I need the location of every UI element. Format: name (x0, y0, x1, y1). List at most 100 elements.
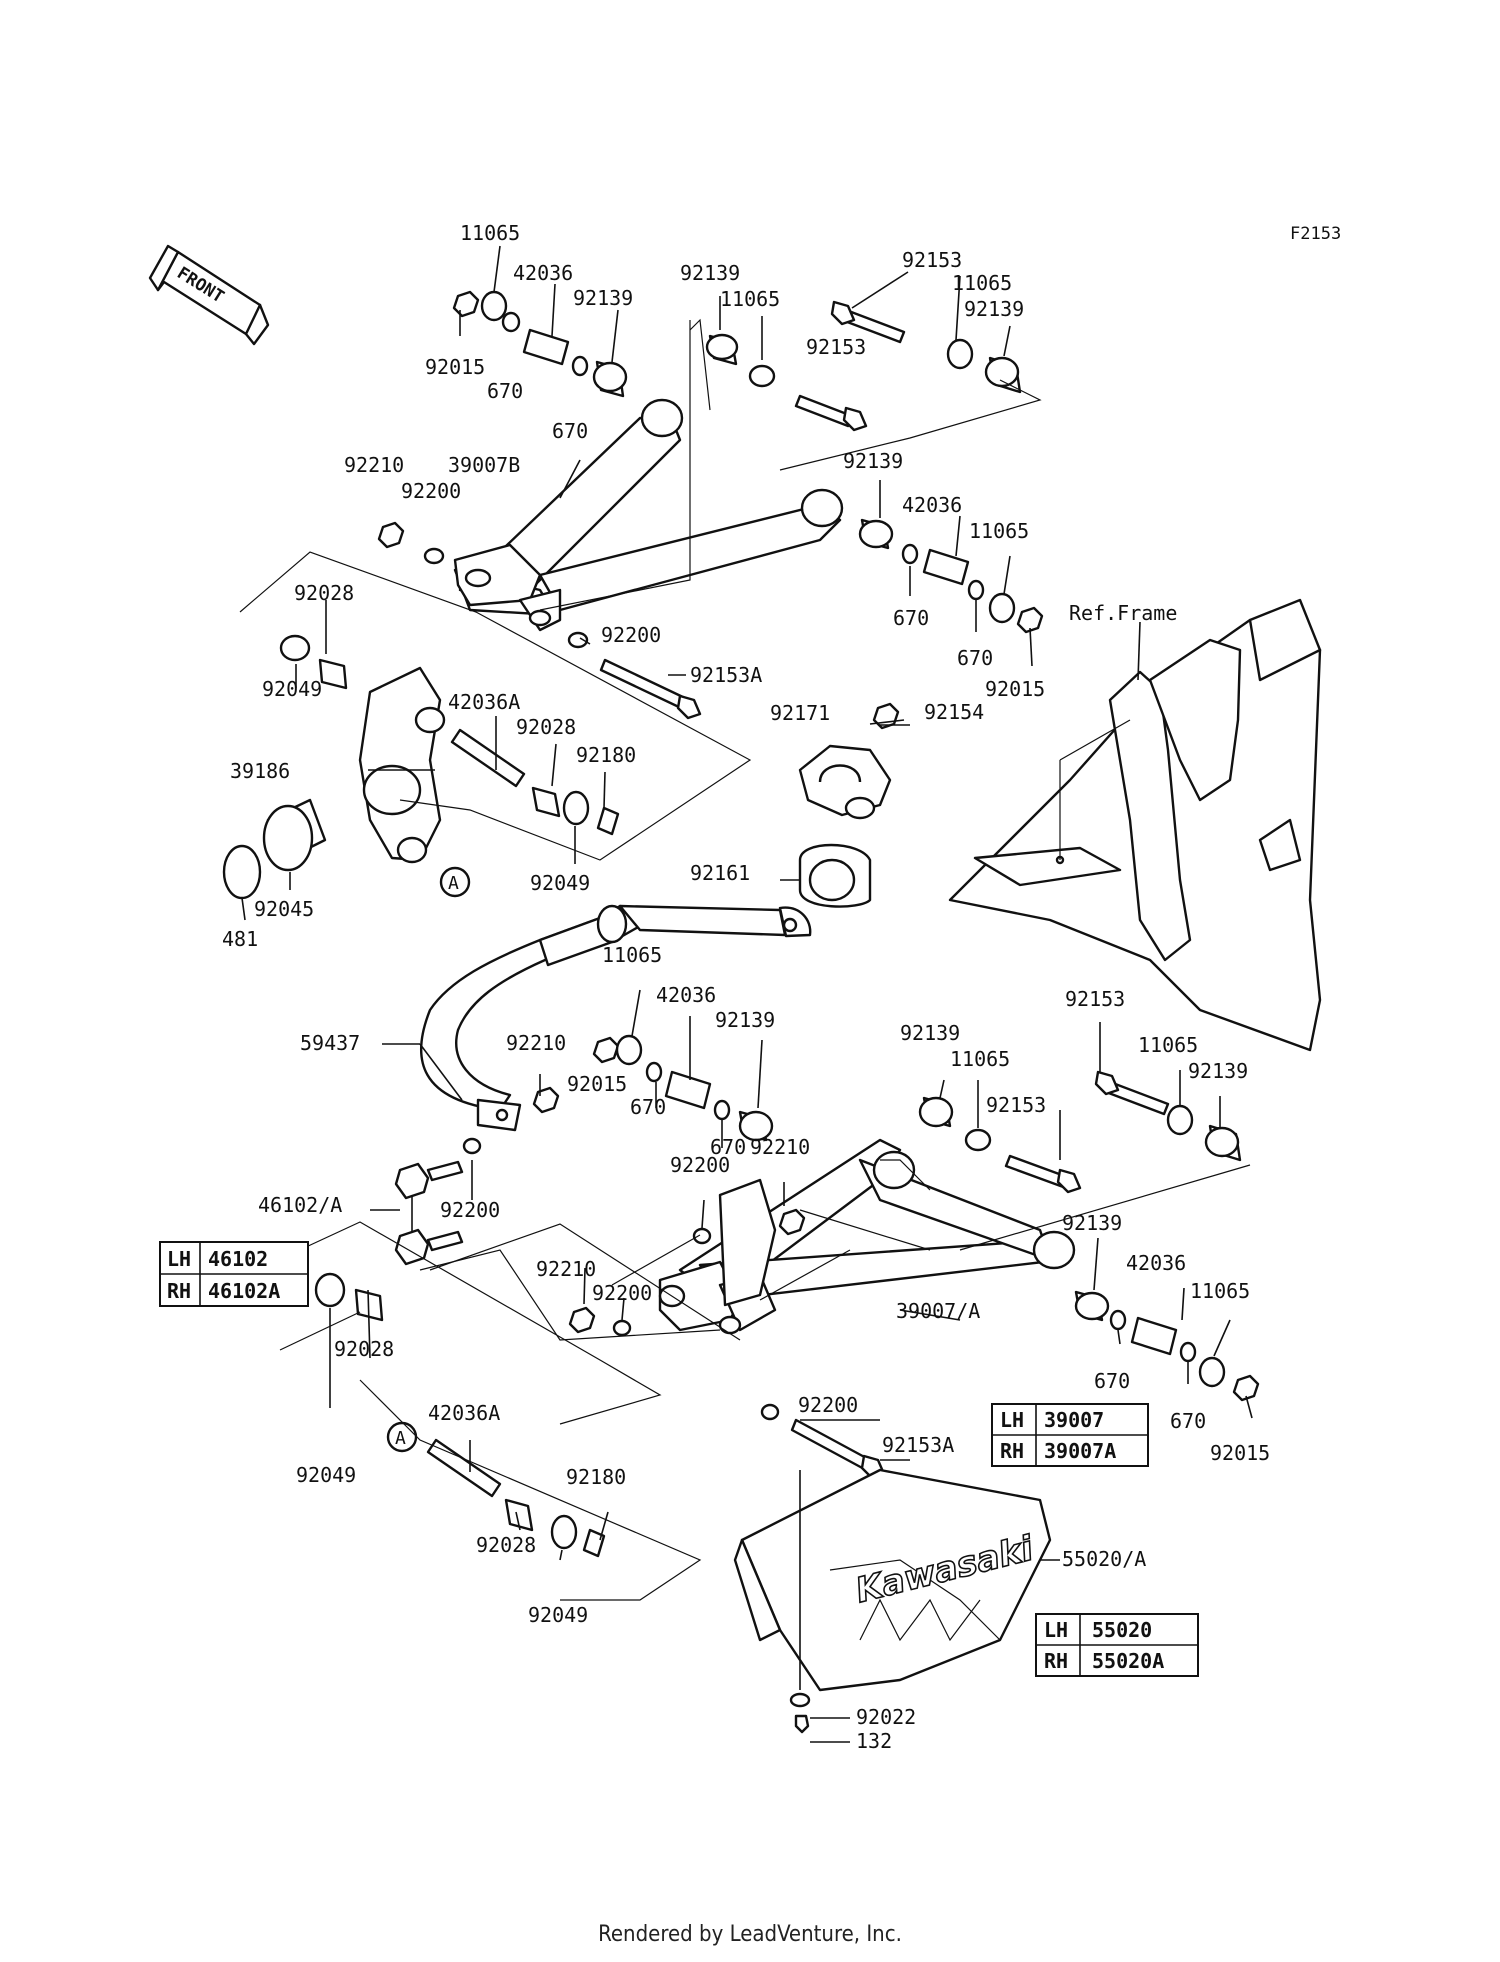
part-label: 92139 (715, 1008, 775, 1032)
part-label: 670 (893, 606, 929, 630)
part-label: 92015 (985, 677, 1045, 701)
part-label: 92015 (1210, 1441, 1270, 1465)
part-label: 39007B (448, 453, 520, 477)
part-label: 92139 (964, 297, 1024, 321)
part-label: 670 (1170, 1409, 1206, 1433)
part-label: 92028 (294, 581, 354, 605)
part-label: 92139 (680, 261, 740, 285)
footer-credit: Rendered by LeadVenture, Inc. (598, 1922, 902, 1947)
part-label: 92153 (986, 1093, 1046, 1117)
part-label: 92200 (401, 479, 461, 503)
svg-text:A: A (448, 873, 459, 894)
part-label: 11065 (950, 1047, 1010, 1071)
part-label: 42036 (656, 983, 716, 1007)
part-label: 670 (630, 1095, 666, 1119)
part-label: 11065 (952, 271, 1012, 295)
upper-a-arm (453, 398, 844, 632)
part-label: 92028 (516, 715, 576, 739)
part-label: 42036A (428, 1401, 500, 1425)
part-label: 92139 (1188, 1059, 1248, 1083)
svg-text:A: A (395, 1428, 406, 1449)
part-label: 670 (1094, 1369, 1130, 1393)
part-label: 92139 (900, 1021, 960, 1045)
part-label: 11065 (460, 221, 520, 245)
part-label: 92045 (254, 897, 314, 921)
stabilizer-bar (419, 904, 812, 1132)
part-label: 670 (552, 419, 588, 443)
part-label: 670 (957, 646, 993, 670)
leader-lines (239, 245, 1253, 1743)
part-label: 55020/A (1062, 1547, 1146, 1571)
upper-front-hardware (452, 290, 1022, 432)
table-cell: 46102 (208, 1247, 268, 1271)
part-label: 42036 (1126, 1251, 1186, 1275)
part-label: 92139 (573, 286, 633, 310)
knuckle-assembly (222, 634, 620, 900)
stabilizer-link (394, 1160, 464, 1266)
table-cell: 55020A (1092, 1649, 1164, 1673)
part-label: 92015 (425, 355, 485, 379)
lhrh-table-46102: LH 46102 RH 46102A (159, 1241, 309, 1307)
part-label: 46102/A (258, 1193, 342, 1217)
table-cell: LH (167, 1247, 191, 1271)
part-label: 92200 (601, 623, 661, 647)
callout-a-lower: A (386, 1421, 418, 1453)
part-label: 92200 (670, 1153, 730, 1177)
part-labels: 11065 42036 92139 92139 11065 92153 1106… (222, 221, 1270, 1753)
part-label: 42036A (448, 690, 520, 714)
upper-rear-hardware (377, 518, 1044, 720)
table-cell: RH (167, 1279, 191, 1303)
part-label: 92028 (334, 1337, 394, 1361)
table-cell: RH (1044, 1649, 1068, 1673)
part-label: 59437 (300, 1031, 360, 1055)
part-label: 92210 (536, 1257, 596, 1281)
lower-front-hardware (462, 1034, 1242, 1245)
callout-a-upper: A (439, 866, 471, 898)
part-label: 39007/A (896, 1299, 980, 1323)
part-label: 92015 (567, 1072, 627, 1096)
table-cell: 39007A (1044, 1439, 1116, 1463)
part-label: 92200 (798, 1393, 858, 1417)
part-label: 92153 (1065, 987, 1125, 1011)
table-cell: 55020 (1092, 1618, 1152, 1642)
part-label: 39186 (230, 759, 290, 783)
part-label: 92161 (690, 861, 750, 885)
part-label: 92154 (924, 700, 984, 724)
part-label: 92028 (476, 1533, 536, 1557)
part-label: 92210 (750, 1135, 810, 1159)
guard-fasteners (789, 1692, 811, 1734)
part-label: 11065 (969, 519, 1029, 543)
stabilizer-clamp (798, 702, 900, 908)
part-label: 11065 (602, 943, 662, 967)
part-label: 481 (222, 927, 258, 951)
part-label: 11065 (1138, 1033, 1198, 1057)
part-label: 42036 (513, 261, 573, 285)
arm-guard: Kawasaki (733, 1468, 1052, 1692)
part-label: 670 (487, 379, 523, 403)
diagram-id: F2153 (1290, 224, 1341, 244)
table-cell: LH (1000, 1408, 1024, 1432)
table-cell: RH (1000, 1439, 1024, 1463)
part-label: 92139 (1062, 1211, 1122, 1235)
part-label: 11065 (720, 287, 780, 311)
part-label: 670 (710, 1135, 746, 1159)
lhrh-table-39007: LH 39007 RH 39007A (991, 1403, 1149, 1467)
table-cell: LH (1044, 1618, 1068, 1642)
part-label: 92153 (902, 248, 962, 272)
part-label: 42036 (902, 493, 962, 517)
front-arrow-icon: FRONT (148, 244, 270, 346)
part-label: 92200 (440, 1198, 500, 1222)
table-cell: 46102A (208, 1279, 280, 1303)
part-label: 92180 (576, 743, 636, 767)
part-label: 132 (856, 1729, 892, 1753)
part-label: 92049 (530, 871, 590, 895)
ref-frame-label: Ref.Frame (1069, 601, 1177, 625)
part-label: 92049 (528, 1603, 588, 1627)
part-label: 92200 (592, 1281, 652, 1305)
part-label: 11065 (1190, 1279, 1250, 1303)
part-label: 92180 (566, 1465, 626, 1489)
frame-reference (948, 598, 1322, 1052)
lhrh-table-55020: LH 55020 RH 55020A (1035, 1613, 1199, 1677)
part-label: 92171 (770, 701, 830, 725)
